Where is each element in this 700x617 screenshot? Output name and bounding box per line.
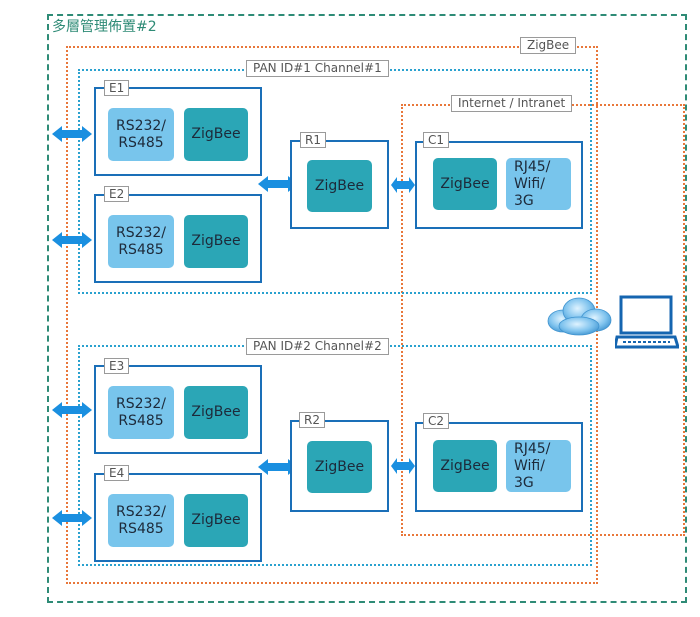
end-device-e2[interactable]: RS232/ RS485 ZigBee xyxy=(94,194,262,283)
zigbee-module: ZigBee xyxy=(184,386,248,439)
end-device-e1[interactable]: RS232/ RS485 ZigBee xyxy=(94,87,262,176)
zigbee-module: ZigBee xyxy=(307,160,372,212)
zigbee-module: ZigBee xyxy=(307,441,372,493)
internet-zone-label: Internet / Intranet xyxy=(451,95,573,112)
node-label-e1: E1 xyxy=(104,80,130,96)
laptop-icon[interactable] xyxy=(615,295,679,353)
wan-module: RJ45/ Wifi/ 3G xyxy=(506,158,571,210)
node-label-e3: E3 xyxy=(104,358,130,374)
zigbee-zone-label: ZigBee xyxy=(520,37,577,54)
zigbee-module: ZigBee xyxy=(184,494,248,547)
double-arrow-icon xyxy=(52,232,92,248)
zigbee-module: ZigBee xyxy=(184,215,248,268)
zigbee-module: ZigBee xyxy=(433,158,497,210)
coordinator-c2[interactable]: ZigBee RJ45/ Wifi/ 3G xyxy=(415,422,583,512)
node-label-r1: R1 xyxy=(300,132,326,148)
end-device-e4[interactable]: RS232/ RS485 ZigBee xyxy=(94,473,262,562)
node-label-e4: E4 xyxy=(104,465,130,481)
double-arrow-icon xyxy=(391,177,415,193)
coordinator-c1[interactable]: ZigBee RJ45/ Wifi/ 3G xyxy=(415,141,583,229)
serial-module: RS232/ RS485 xyxy=(108,215,174,268)
node-label-e2: E2 xyxy=(104,186,130,202)
outer-frame xyxy=(47,14,687,603)
node-label-c1: C1 xyxy=(423,132,450,148)
diagram-title: 多層管理佈置#2 xyxy=(52,19,157,35)
cloud-icon xyxy=(547,297,612,336)
wan-module: RJ45/ Wifi/ 3G xyxy=(506,440,571,492)
router-r1[interactable]: ZigBee xyxy=(290,140,389,229)
zigbee-module: ZigBee xyxy=(184,108,248,161)
double-arrow-icon xyxy=(52,510,92,526)
serial-module: RS232/ RS485 xyxy=(108,494,174,547)
serial-module: RS232/ RS485 xyxy=(108,386,174,439)
zigbee-module: ZigBee xyxy=(433,440,497,492)
end-device-e3[interactable]: RS232/ RS485 ZigBee xyxy=(94,365,262,454)
double-arrow-icon xyxy=(391,458,415,474)
double-arrow-icon xyxy=(52,402,92,418)
node-label-r2: R2 xyxy=(299,412,325,428)
pan2-label: PAN ID#2 Channel#2 xyxy=(246,338,389,355)
serial-module: RS232/ RS485 xyxy=(108,108,174,161)
node-label-c2: C2 xyxy=(423,413,450,429)
router-r2[interactable]: ZigBee xyxy=(290,420,389,512)
pan1-label: PAN ID#1 Channel#1 xyxy=(246,60,389,77)
double-arrow-icon xyxy=(52,126,92,142)
